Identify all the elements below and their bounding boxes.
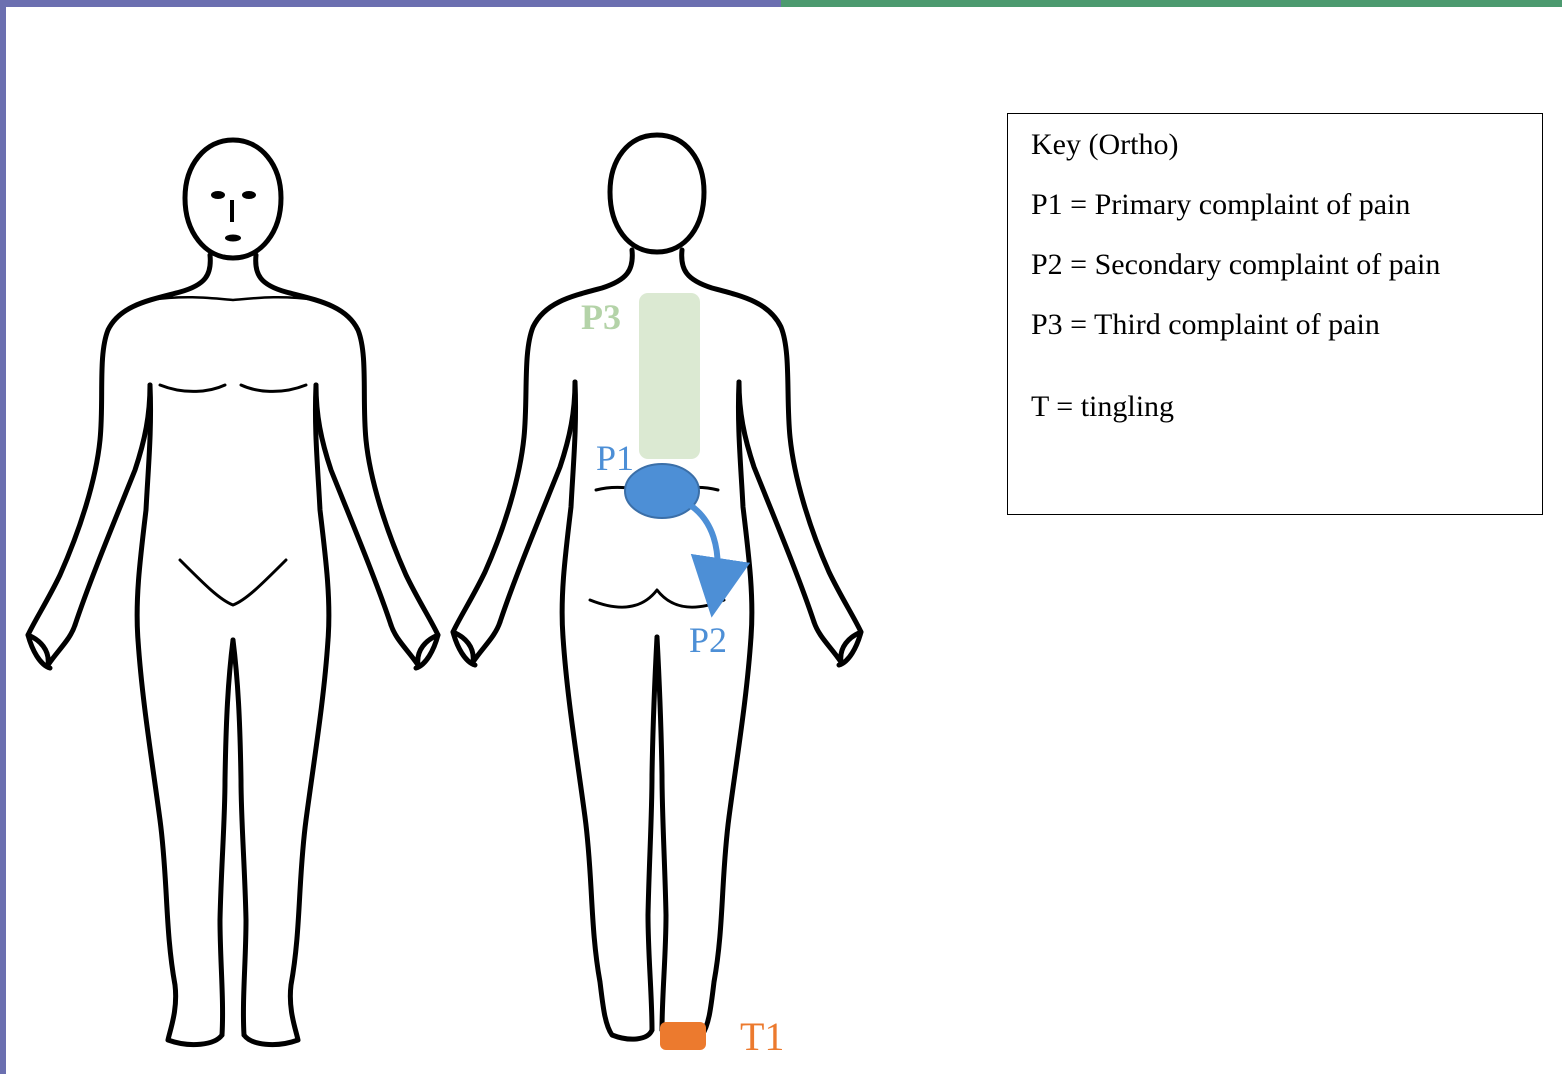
p2-label: P2 [689,620,727,660]
p1-region [625,464,699,518]
legend-item-p1: P1 = Primary complaint of pain [1031,188,1410,222]
front-leg-right-outer [244,640,328,1045]
back-hand-left [453,622,500,665]
front-leg-left-inner [220,640,233,1035]
back-buttock-line [590,590,724,607]
back-leg-right-inner [657,637,666,1030]
p1-label: P1 [596,438,634,478]
front-body-outline [28,140,438,1045]
back-leg-left-outer [563,637,652,1039]
legend-box: Key (Ortho) P1 = Primary complaint of pa… [1007,113,1543,515]
p3-label: P3 [581,297,621,337]
front-chest-line [160,385,306,391]
t1-label: T1 [740,1014,784,1059]
legend-item-t: T = tingling [1031,390,1174,424]
legend-title: Key (Ortho) [1031,128,1178,162]
t1-region [660,1022,706,1050]
front-face [211,191,256,242]
legend-item-p3: P3 = Third complaint of pain [1031,308,1380,342]
front-torso-right [256,255,438,665]
front-groin-line [180,560,286,605]
front-collar-line [150,297,316,300]
p3-region [639,293,700,459]
back-body-outline [453,135,861,1039]
legend-item-p2: P2 = Secondary complaint of pain [1031,248,1440,282]
front-waist-left [137,385,150,640]
back-waist-right [738,382,751,637]
p2-arrow [690,505,718,588]
back-leg-left-inner [648,637,657,1030]
front-hand-left [28,625,75,668]
front-waist-right [315,385,328,640]
back-waist-left [562,382,575,637]
back-head [610,135,704,252]
front-torso-left [28,255,210,665]
front-leg-left-outer [138,640,222,1045]
back-leg-right-outer [662,637,751,1039]
front-hand-right [391,625,438,668]
back-torso-right [682,250,861,662]
front-leg-right-inner [233,640,246,1035]
back-hand-right [814,622,861,665]
